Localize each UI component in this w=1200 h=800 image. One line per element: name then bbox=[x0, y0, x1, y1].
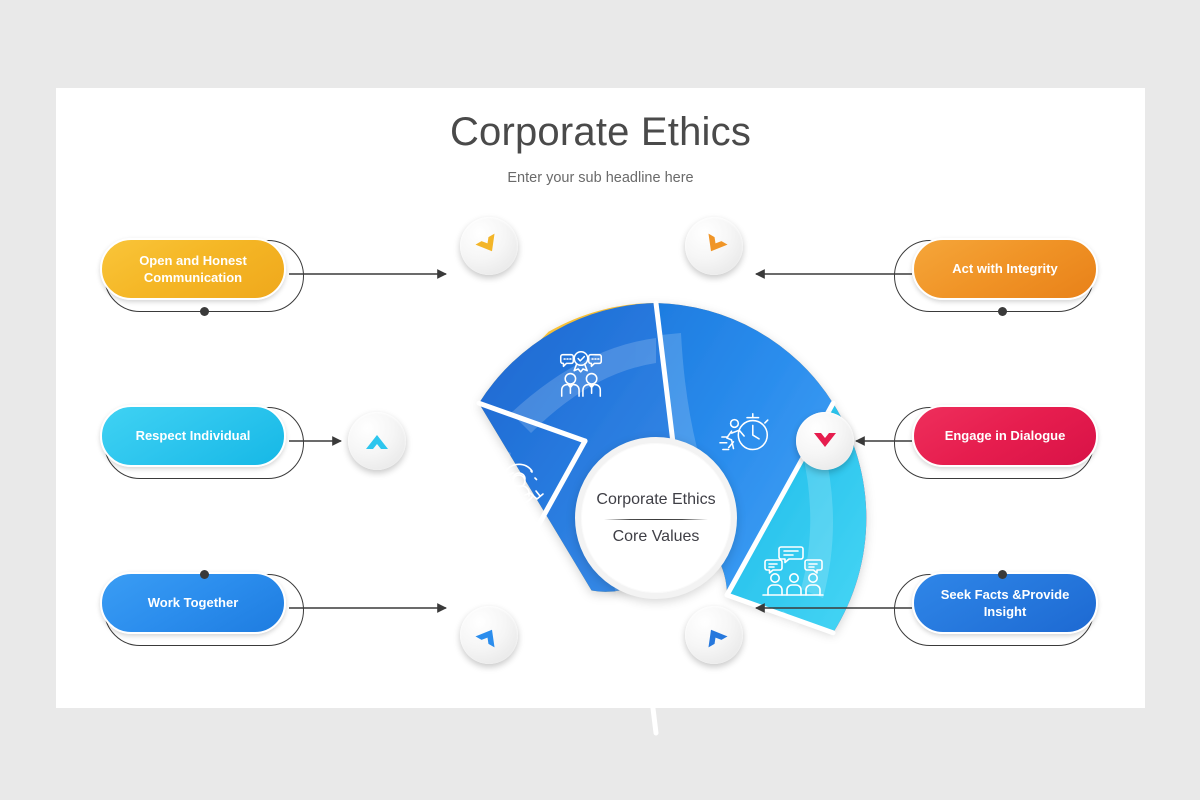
pill-dot bbox=[200, 307, 209, 316]
label-engage-in-dialogue[interactable]: Engage in Dialogue bbox=[894, 405, 1098, 479]
pill-label: Act with Integrity bbox=[952, 261, 1058, 277]
label-act-with-integrity[interactable]: Act with Integrity bbox=[894, 238, 1098, 316]
chevron-badge-respect-individual[interactable] bbox=[348, 412, 406, 470]
chevron-badge-open-and-honest-communication[interactable] bbox=[460, 217, 518, 275]
pill-label: Seek Facts &Provide Insight bbox=[940, 586, 1070, 619]
pill-label: Open and Honest Communication bbox=[139, 252, 247, 285]
hub-bottom-text: Core Values bbox=[612, 528, 700, 545]
label-open-and-honest-communication[interactable]: Open and Honest Communication bbox=[100, 238, 304, 316]
label-seek-facts-provide-insight[interactable]: Seek Facts &Provide Insight bbox=[894, 570, 1098, 646]
pill-label: Work Together bbox=[147, 595, 239, 611]
chevron-badge-engage-in-dialogue[interactable] bbox=[796, 412, 854, 470]
page-title: Corporate Ethics bbox=[449, 110, 752, 154]
pill-label: Engage in Dialogue bbox=[944, 428, 1066, 444]
hub-top-text: Corporate Ethics bbox=[596, 491, 716, 508]
pill-engage-in-dialogue[interactable]: Engage in Dialogue bbox=[912, 405, 1098, 467]
chevron-badge-act-with-integrity[interactable] bbox=[685, 217, 743, 275]
slide-canvas: Corporate Ethics Enter your sub headline… bbox=[56, 88, 1145, 736]
page-subtitle: Enter your sub headline here bbox=[507, 170, 694, 186]
label-respect-individual[interactable]: Respect Individual bbox=[100, 405, 304, 479]
center-hub: Corporate Ethics Core Values bbox=[575, 437, 737, 599]
pill-seek-facts-provide-insight[interactable]: Seek Facts &Provide Insight bbox=[912, 572, 1098, 634]
pill-dot bbox=[200, 570, 209, 579]
pill-respect-individual[interactable]: Respect Individual bbox=[100, 405, 286, 467]
pill-dot bbox=[998, 307, 1007, 316]
pill-label: Respect Individual bbox=[135, 428, 251, 444]
hub-divider bbox=[604, 519, 708, 520]
pill-act-with-integrity[interactable]: Act with Integrity bbox=[912, 238, 1098, 300]
pill-work-together[interactable]: Work Together bbox=[100, 572, 286, 634]
chevron-badge-seek-facts-provide-insight[interactable] bbox=[685, 606, 743, 664]
label-work-together[interactable]: Work Together bbox=[100, 570, 304, 646]
pill-dot bbox=[998, 570, 1007, 579]
pill-open-and-honest-communication[interactable]: Open and Honest Communication bbox=[100, 238, 286, 300]
chevron-badge-work-together[interactable] bbox=[460, 606, 518, 664]
